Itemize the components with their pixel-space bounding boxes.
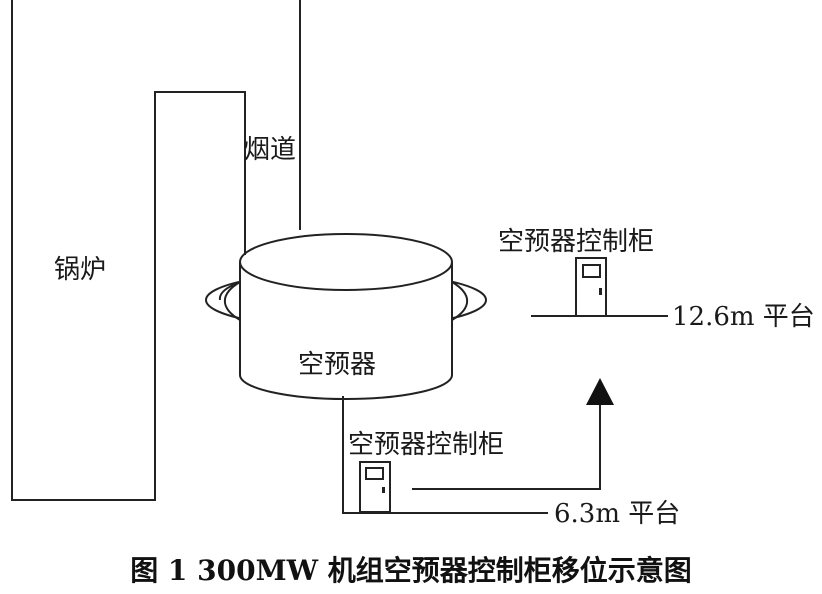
platform-lower-label: 6.3m 平台 bbox=[554, 499, 680, 529]
cabinet-lower-label: 空预器控制柜 bbox=[348, 430, 504, 460]
boiler-label: 锅炉 bbox=[54, 255, 106, 285]
platform-upper-label: 12.6m 平台 bbox=[672, 302, 815, 332]
air-preheater bbox=[205, 233, 487, 400]
lower-duct bbox=[342, 396, 548, 514]
cabinet-upper-handle bbox=[599, 288, 602, 295]
air-preheater-label: 空预器 bbox=[298, 350, 376, 380]
cabinet-lower-handle bbox=[382, 487, 385, 493]
cabinet-upper bbox=[575, 257, 607, 317]
relocation-arrowhead bbox=[586, 378, 614, 405]
boiler-outline bbox=[11, 0, 246, 501]
cabinet-lower bbox=[359, 461, 391, 513]
flue-label: 烟道 bbox=[244, 135, 296, 165]
figure-caption: 图 1 300MW 机组空预器控制柜移位示意图 bbox=[130, 554, 692, 587]
cabinet-upper-label: 空预器控制柜 bbox=[498, 227, 654, 257]
air-preheater-body bbox=[239, 262, 453, 400]
cabinet-lower-door bbox=[359, 461, 391, 513]
cabinet-upper-window bbox=[582, 264, 601, 278]
air-preheater-top bbox=[239, 233, 453, 291]
cabinet-upper-door bbox=[575, 257, 607, 317]
relocation-arrow-line bbox=[412, 395, 601, 490]
cabinet-lower-window bbox=[365, 467, 384, 480]
